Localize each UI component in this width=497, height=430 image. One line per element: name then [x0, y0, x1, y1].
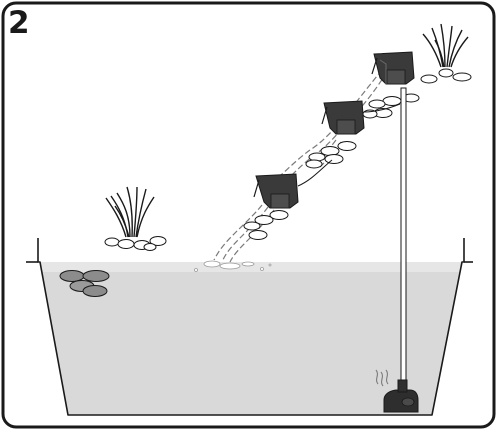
stone	[324, 154, 344, 164]
reed-plant-icon	[422, 23, 469, 68]
pond-surface-band	[40, 262, 462, 272]
stone	[143, 243, 157, 251]
lily-pad	[82, 285, 108, 297]
stone	[305, 159, 323, 169]
cascade-filter-box-icon	[321, 100, 401, 135]
pond-basin-icon	[26, 238, 473, 416]
pond-water	[40, 262, 462, 415]
lily-pad-icon	[59, 270, 110, 297]
stone	[438, 68, 454, 78]
riser-tube-icon	[400, 87, 407, 381]
bubble-lines	[375, 369, 389, 387]
stone	[452, 72, 472, 82]
stone	[248, 230, 268, 240]
stone	[149, 236, 167, 246]
reed-plant-icon	[105, 186, 155, 238]
stone	[368, 99, 386, 109]
stone	[254, 215, 274, 225]
submersible-pump-icon	[383, 379, 419, 413]
cascade-filter-box-icon	[371, 51, 415, 85]
lily-pad	[82, 270, 110, 282]
cascade-filter-box-icon	[253, 159, 333, 209]
pebble-stone-icon	[243, 68, 472, 240]
stone	[117, 239, 135, 249]
pump-body	[383, 389, 419, 413]
step-number: 2	[8, 5, 30, 41]
stone	[104, 237, 120, 247]
splash	[194, 260, 272, 272]
stone	[337, 141, 357, 151]
water-flow-icon	[213, 69, 388, 263]
tube	[400, 87, 407, 381]
pond-outline	[37, 238, 465, 416]
stone	[420, 74, 438, 84]
lily-pad	[59, 270, 85, 282]
stone	[269, 210, 289, 220]
stone	[243, 221, 261, 231]
pebble-stone-icon	[104, 236, 167, 251]
